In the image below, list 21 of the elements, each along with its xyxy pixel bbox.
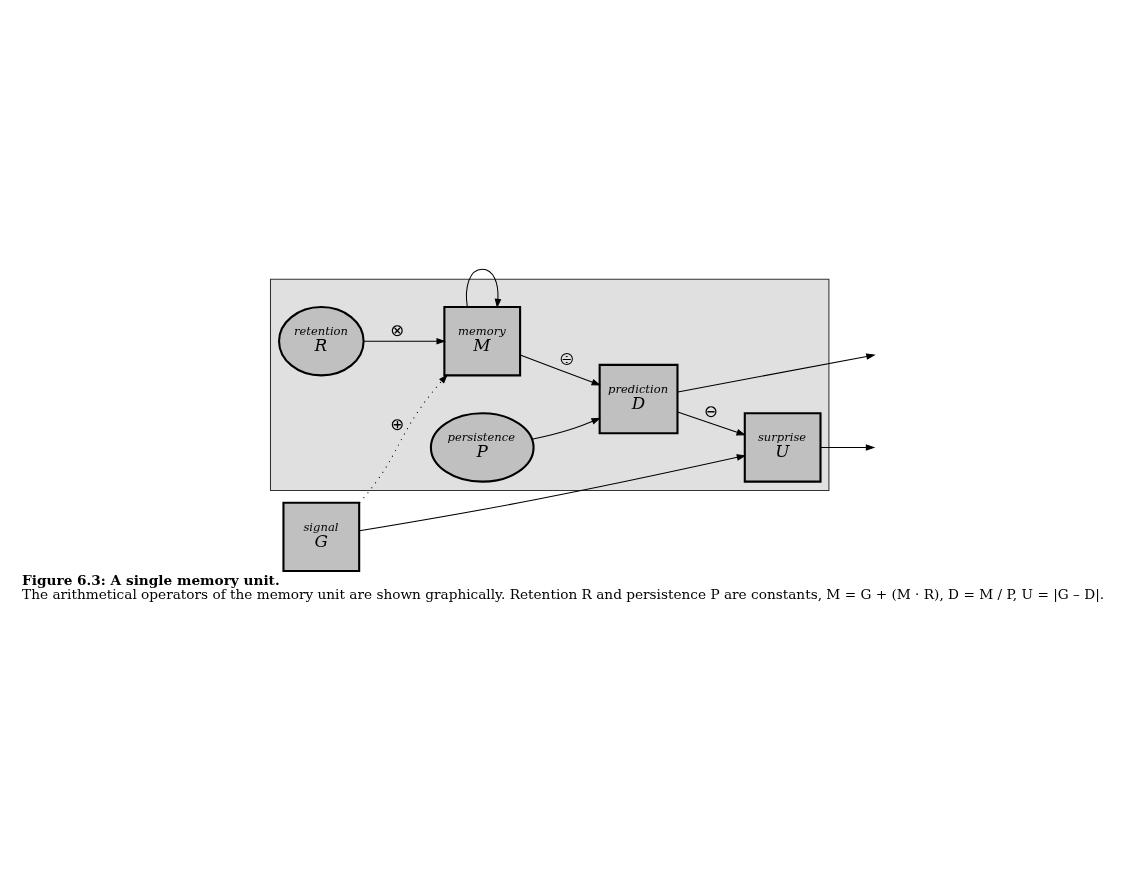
node-ellipse: retention R: [278, 305, 365, 376]
edge-label: ⊗: [390, 319, 405, 340]
edge-label: ⊕: [390, 413, 405, 434]
node-box: prediction D: [598, 363, 679, 434]
node-box: signal G: [282, 501, 361, 572]
arrow: [677, 352, 876, 392]
arrow: [820, 443, 876, 451]
arrow: [677, 411, 746, 435]
edge-label: ⊖: [704, 400, 719, 421]
arrow: [465, 268, 502, 308]
arrow: [519, 354, 602, 385]
arrow: [363, 337, 446, 345]
node-box: surprise U: [743, 411, 822, 483]
arrow: [358, 453, 747, 531]
node-ellipse: persistence P: [429, 411, 535, 483]
arrow: [358, 373, 448, 503]
cluster: [269, 278, 830, 491]
arrow: [531, 417, 601, 440]
edge-label: ⨸: [560, 348, 574, 369]
node-box: memory M: [443, 305, 522, 376]
diagram-title: Figure 6.3: A single memory unit.: [22, 571, 280, 588]
